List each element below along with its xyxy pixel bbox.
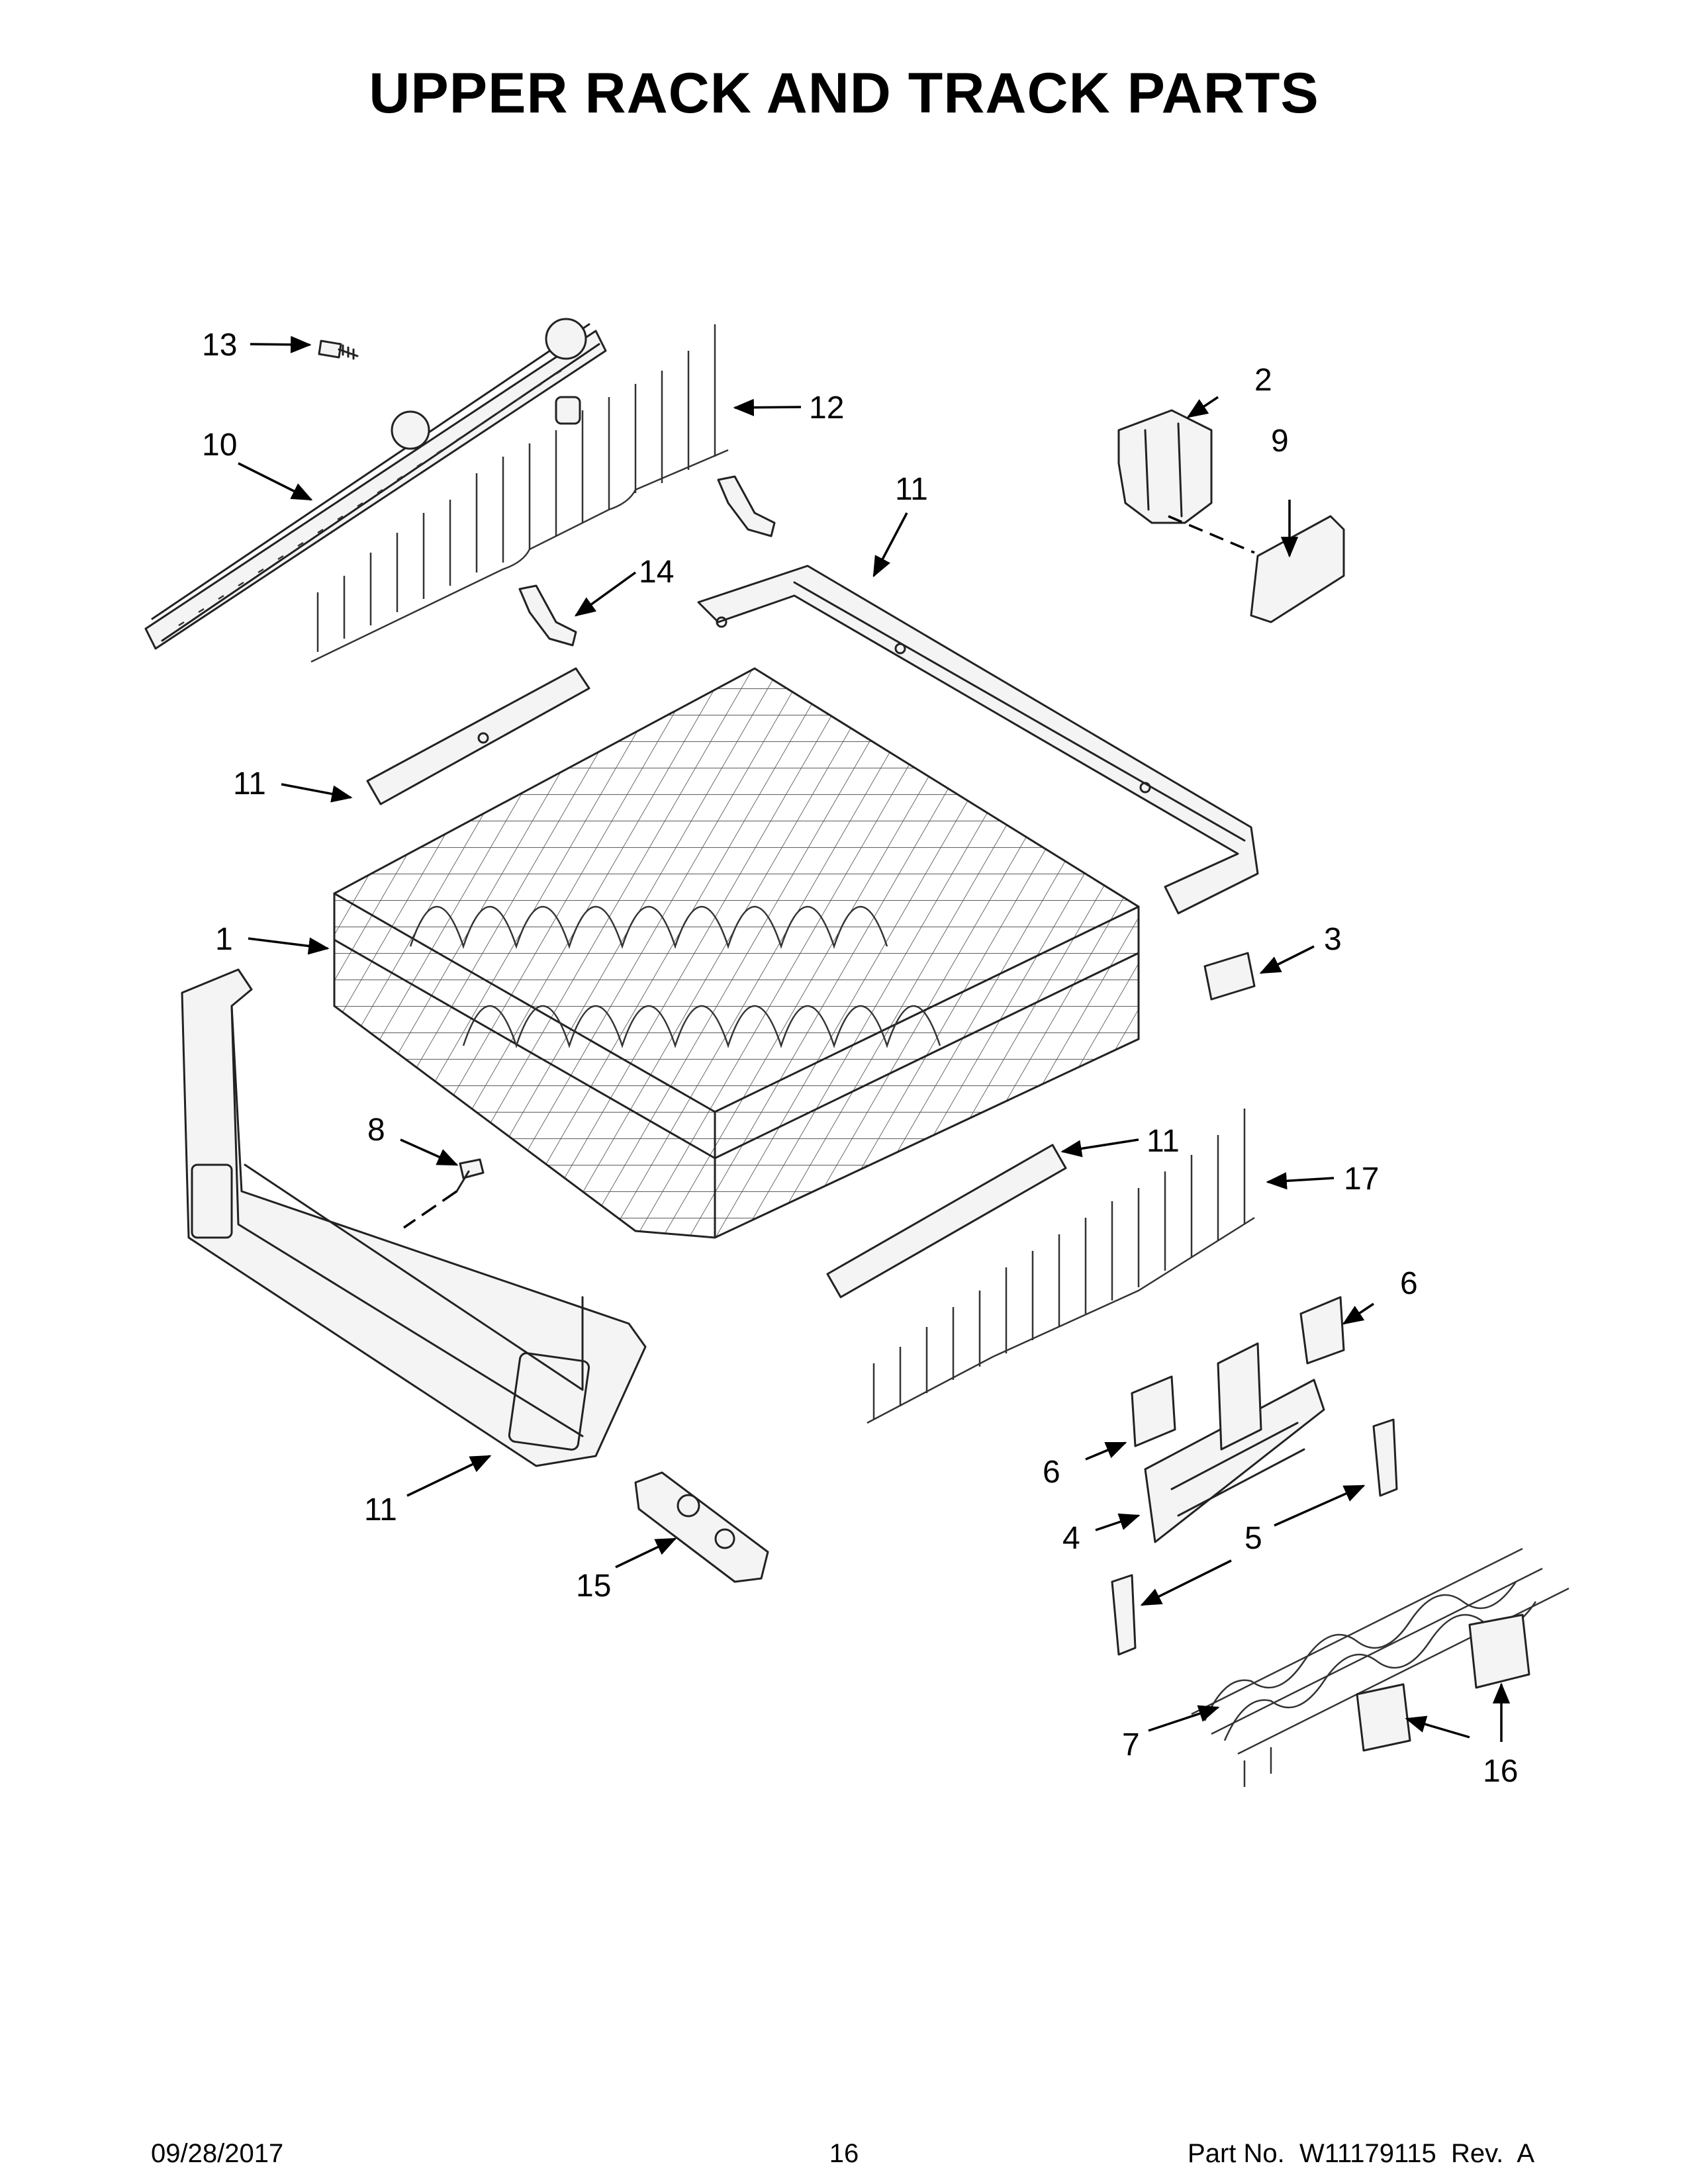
tine-row-part-17 — [867, 1109, 1255, 1424]
adjuster-clip-part-6 — [1131, 1296, 1345, 1447]
callout-17: 17 — [1344, 1161, 1379, 1197]
callout-16: 16 — [1483, 1754, 1518, 1789]
callout-8: 8 — [367, 1113, 385, 1148]
callout-12: 12 — [809, 390, 844, 426]
screw-part-8 — [403, 1158, 485, 1229]
screw-part-13 — [318, 340, 359, 360]
callout-11-top: 11 — [895, 472, 928, 507]
callout-7: 7 — [1122, 1727, 1140, 1762]
clip-part-3 — [1203, 952, 1256, 1001]
callout-10: 10 — [202, 428, 237, 463]
cover-part-9 — [1168, 515, 1345, 623]
clip-part-14 — [518, 475, 776, 647]
footer-date: 09/28/2017 — [151, 2139, 284, 2168]
track-rail-part-10 — [144, 318, 607, 650]
callout-4: 4 — [1062, 1521, 1080, 1556]
leader-lines — [238, 336, 1511, 1742]
callout-2: 2 — [1254, 363, 1272, 398]
callout-5: 5 — [1244, 1521, 1262, 1556]
callout-6-lower: 6 — [1043, 1455, 1060, 1490]
footer-page-number: 16 — [829, 2139, 859, 2168]
footer-part-number: Part No. W11179115 Rev. A — [1188, 2139, 1534, 2168]
callout-3: 3 — [1324, 922, 1342, 957]
roller-part-16 — [1356, 1614, 1530, 1752]
callout-11-front: 11 — [1147, 1124, 1180, 1159]
callout-11-left: 11 — [233, 766, 266, 801]
latch-part-5 — [1111, 1418, 1398, 1656]
callout-6-upper: 6 — [1400, 1266, 1418, 1301]
callout-labels: 13 12 10 11 14 2 9 11 1 3 8 11 17 6 6 4 … — [202, 328, 1518, 1789]
adjuster-housing-part-2 — [1117, 409, 1213, 524]
bracket-part-15 — [634, 1471, 769, 1583]
page-title: UPPER RACK AND TRACK PARTS — [369, 62, 1319, 125]
callout-14: 14 — [639, 555, 674, 590]
tine-row-part-12 — [310, 324, 729, 663]
adjuster-base-part-4 — [1144, 1342, 1325, 1543]
callout-15: 15 — [576, 1569, 611, 1604]
rack-bumper-part-11 — [181, 565, 1259, 1467]
callout-11-bottom: 11 — [364, 1492, 397, 1527]
callout-13: 13 — [202, 328, 237, 363]
callout-9: 9 — [1271, 424, 1289, 459]
callout-1: 1 — [215, 922, 233, 957]
upper-dish-rack-part-1 — [333, 667, 1140, 1239]
